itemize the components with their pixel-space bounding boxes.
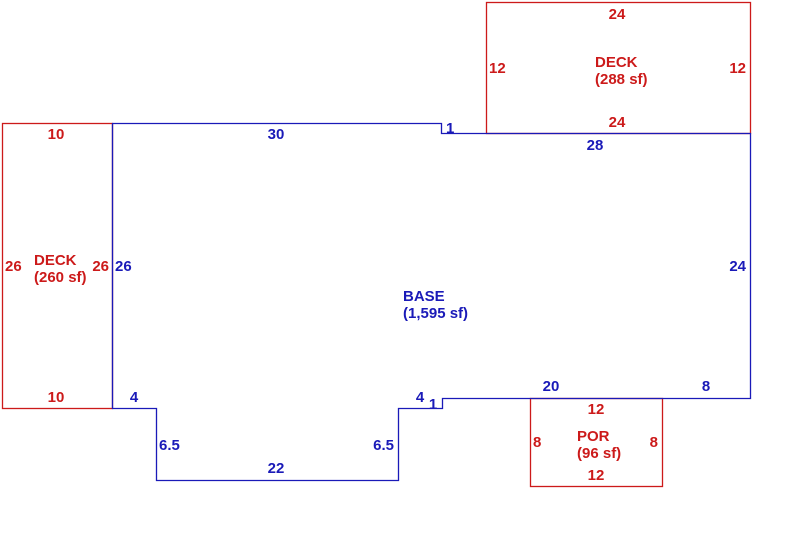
deck-left-dim-left: 26 xyxy=(5,258,22,275)
porch-name-label: POR xyxy=(577,428,610,445)
base-dim-top-jog: 1 xyxy=(446,120,454,137)
deck-left-dim-top: 10 xyxy=(48,126,65,143)
deck-left-dim-bottom: 10 xyxy=(48,389,65,406)
deck-left-dim-right: 26 xyxy=(92,258,109,275)
base-dim-top-right: 28 xyxy=(587,137,604,154)
base-dim-notch-right-side: 6.5 xyxy=(373,437,394,454)
porch-dim-bottom: 12 xyxy=(588,467,605,484)
base-dim-jog-right-horizontal: 4 xyxy=(416,389,425,406)
deck-top-name-label: DECK xyxy=(595,54,638,71)
porch-dim-left: 8 xyxy=(533,434,541,451)
base-dim-notch-left-side: 6.5 xyxy=(159,437,180,454)
base-dim-bottom-right: 20 xyxy=(543,378,560,395)
deck-top-dim-right: 12 xyxy=(729,60,746,77)
base-dim-notch-bottom: 22 xyxy=(268,460,285,477)
base-dim-notch-left-top: 4 xyxy=(130,389,139,406)
base-dim-left: 26 xyxy=(115,258,132,275)
base-area-label: (1,595 sf) xyxy=(403,305,468,322)
porch-dim-top: 12 xyxy=(588,401,605,418)
base-outline xyxy=(111,122,752,482)
deck-top-dim-left: 12 xyxy=(489,60,506,77)
base-name-label: BASE xyxy=(403,288,445,305)
deck-top-area-label: (288 sf) xyxy=(595,71,648,88)
porch-area-label: (96 sf) xyxy=(577,445,621,462)
deck-left-name-label: DECK xyxy=(34,252,77,269)
deck-left-area-label: (260 sf) xyxy=(34,269,87,286)
base-dim-right: 24 xyxy=(729,258,746,275)
porch-dim-right: 8 xyxy=(650,434,658,451)
deck-top-dim-bottom: 24 xyxy=(609,114,626,131)
base-dim-bottom-right-end: 8 xyxy=(702,378,710,395)
deck-top-dim-top: 24 xyxy=(609,6,626,23)
base-dim-top-main: 30 xyxy=(268,126,285,143)
base-dim-jog-right-vertical: 1 xyxy=(429,396,437,413)
